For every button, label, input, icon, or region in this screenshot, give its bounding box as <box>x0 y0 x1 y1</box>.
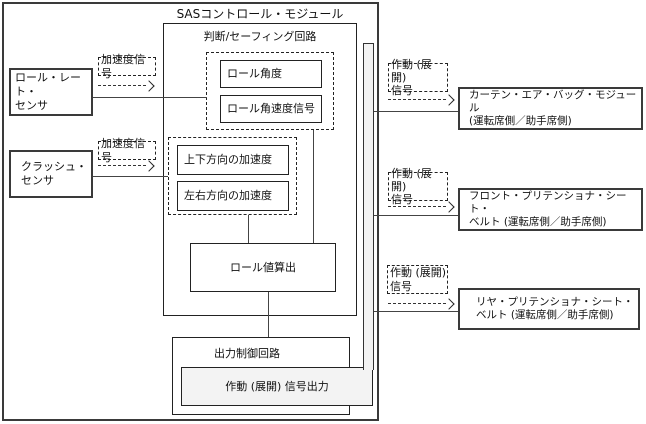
accel-signal-arrow-1 <box>98 79 155 92</box>
sas-module-title: SASコントロール・モジュール <box>176 7 344 21</box>
sensor-roll-rate-box: ロール・レート・ センサ <box>9 68 93 116</box>
act-signal-label-3: 作動 (展開) 信号 <box>387 265 448 294</box>
connector-target2-line <box>373 215 458 216</box>
sensor-crash-box: クラッシュ・ センサ <box>9 150 93 198</box>
connector-sensor2-line <box>93 176 168 177</box>
roll-calc-box: ロール値算出 <box>190 243 336 292</box>
output-control-title: 出力制御回路 <box>214 347 280 360</box>
connector-accelgroup-to-rollcalc <box>248 215 249 243</box>
target-curtain-airbag-box: カーテン・エア・バッグ・モジュール (運転席側／助手席側) <box>458 87 643 130</box>
roll-rate-signal-box: ロール角速度信号 <box>220 95 322 123</box>
accel-signal-arrow-2 <box>98 159 155 172</box>
connector-rollcalc-to-output <box>268 292 269 337</box>
connector-target1-line <box>373 111 458 112</box>
signal-output-box: 作動 (展開) 信号出力 <box>181 367 373 406</box>
act-signal-label-2: 作動 (展開) 信号 <box>388 167 448 206</box>
target-rear-pretensioner-box: リヤ・プリテンショナ・シート・ ベルト (運転席側／助手席側) <box>458 288 640 330</box>
arrow-right-icon <box>443 297 455 310</box>
accel-signal-label-2: 加速度信号 <box>98 137 156 164</box>
connector-sensor1-line <box>93 97 207 98</box>
act-signal-arrow-3 <box>388 297 455 310</box>
vertical-accel-box: 上下方向の加速度 <box>177 145 289 175</box>
roll-angle-box: ロール角度 <box>220 60 322 88</box>
act-signal-arrow-2 <box>388 200 455 213</box>
act-signal-arrow-1 <box>388 93 455 106</box>
signal-bus-bar <box>363 43 374 370</box>
connector-target3-line <box>373 311 458 312</box>
accel-signal-label-1: 加速度信号 <box>98 53 156 80</box>
target-front-pretensioner-box: フロント・プリテンショナ・シート・ ベルト (運転席側／助手席側) <box>458 188 643 231</box>
lateral-accel-box: 左右方向の加速度 <box>177 181 289 211</box>
act-signal-label-1: 作動 (展開) 信号 <box>388 58 448 97</box>
judgment-circuit-title: 判断/セーフィング回路 <box>203 30 317 43</box>
connector-rollgroup-to-rollcalc <box>313 130 314 243</box>
